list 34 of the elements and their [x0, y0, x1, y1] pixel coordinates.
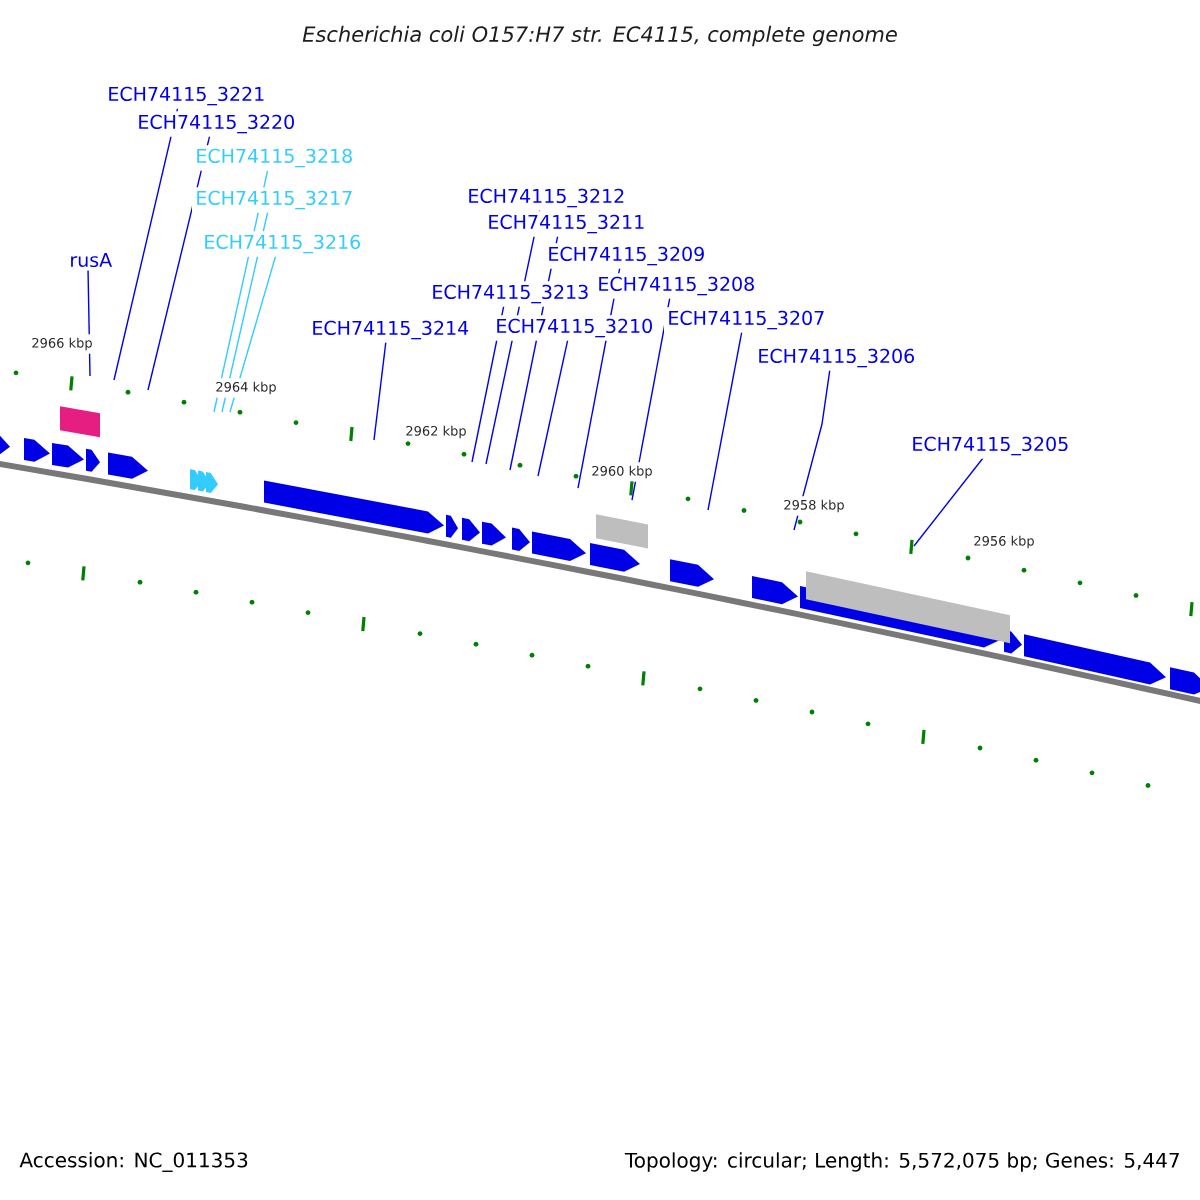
leader-line	[577, 268, 621, 489]
gene-label: ECH74115_3216	[205, 234, 360, 254]
gene-label: ECH74115_3211	[489, 214, 644, 234]
leader-line	[221, 212, 269, 413]
gene-label: ECH74115_3209	[549, 246, 704, 266]
gene-label: ECH74115_3212	[469, 188, 624, 208]
leader-line	[631, 298, 671, 501]
title: Escherichia coli O157:H7 str. EC4115, complete genome	[302, 25, 897, 47]
gene-label: ECH74115_3208	[599, 276, 754, 296]
leader-line	[229, 256, 277, 413]
leader-line	[373, 342, 387, 441]
gene-label: ECH74115_3217	[197, 190, 352, 210]
leader-line	[707, 332, 743, 511]
gene-label: ECH74115_3218	[197, 148, 352, 168]
leader-line	[509, 236, 559, 471]
leader-line	[113, 106, 179, 381]
gene-label: ECH74115_3207	[669, 310, 824, 330]
leader-line	[213, 170, 269, 413]
gene-label: ECH74115_3206	[759, 348, 914, 368]
gene-label: ECH74115_3205	[913, 436, 1068, 456]
genome-info-text: Topology: circular; Length: 5,572,075 bp; Genes: 5,447	[624, 1152, 1179, 1172]
gene-label: ECH74115_3214	[313, 320, 469, 340]
gene-label: ECH74115_3213	[433, 284, 588, 304]
gene-label: ECH74115_3210	[497, 318, 652, 338]
leader-line	[471, 306, 505, 463]
gene-label: ECH74115_3221	[109, 86, 264, 106]
accession-text: Accession: NC_011353	[19, 1152, 248, 1172]
leader-line	[793, 370, 831, 531]
leader-line	[147, 134, 211, 391]
gene-label: rusA	[71, 252, 112, 268]
gene-label: ECH74115_3220	[139, 114, 294, 134]
leader-line	[537, 340, 569, 477]
leader-line	[87, 267, 91, 377]
leader-line	[913, 456, 985, 547]
